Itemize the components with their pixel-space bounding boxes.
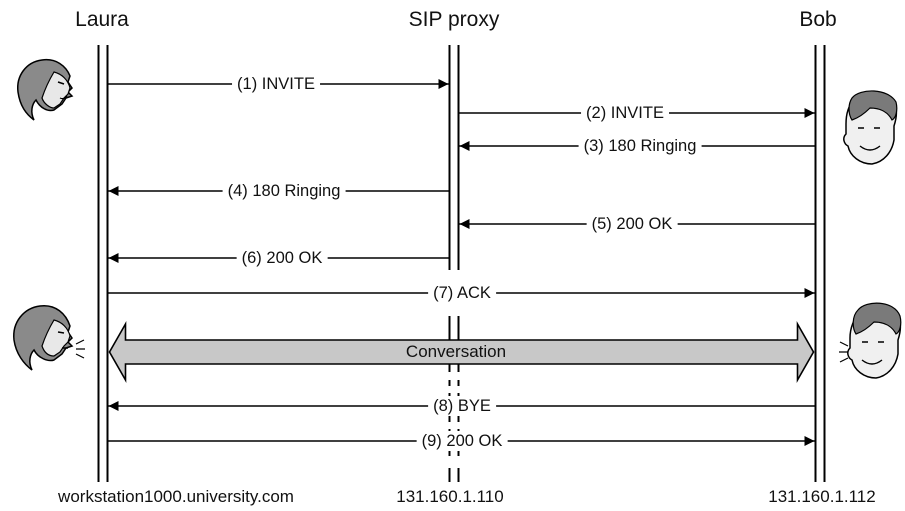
laura-face-icon <box>17 58 74 121</box>
bob-face-icon <box>843 90 898 165</box>
message-label: (7) ACK <box>428 283 496 303</box>
conversation-arrow <box>108 320 815 384</box>
participant-address-laura: workstation1000.university.com <box>58 487 294 506</box>
lifeline-sip-proxy <box>448 45 460 482</box>
lifelines <box>97 45 826 482</box>
message-label: (8) BYE <box>428 396 496 416</box>
message-label: (1) INVITE <box>232 74 320 94</box>
message-arrows <box>108 79 815 446</box>
lifeline-bob <box>814 45 826 482</box>
conversation-label: Conversation <box>405 342 507 361</box>
message-label: (9) 200 OK <box>416 431 508 451</box>
conversation-block-arrow <box>108 320 815 384</box>
participant-address-bob: 131.160.1.112 <box>768 487 876 506</box>
lifeline-laura <box>97 45 109 482</box>
participant-name-bob: Bob <box>799 8 837 31</box>
participant-address-sip-proxy: 131.160.1.110 <box>396 487 504 506</box>
bob-talking-icon <box>839 302 902 379</box>
laura-talking-icon <box>13 305 85 371</box>
message-label: (4) 180 Ringing <box>222 181 346 201</box>
message-label: (2) INVITE <box>581 103 669 123</box>
participant-name-laura: Laura <box>75 8 129 31</box>
message-label: (5) 200 OK <box>586 214 678 234</box>
message-label: (6) 200 OK <box>236 248 328 268</box>
participant-name-sip-proxy: SIP proxy <box>408 8 500 31</box>
message-label: (3) 180 Ringing <box>578 136 702 156</box>
